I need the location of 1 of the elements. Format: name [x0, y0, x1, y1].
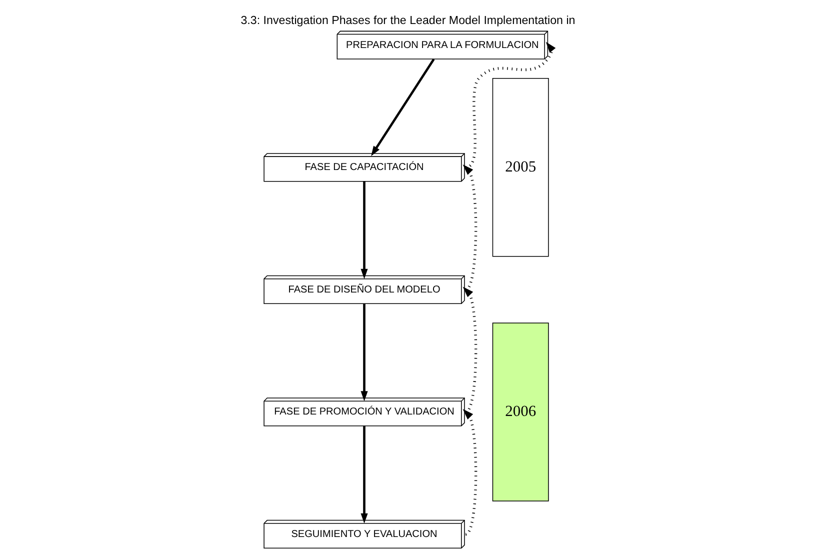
diagram-title: 3.3: Investigation Phases for the Leader Model Implementation in [240, 14, 575, 28]
